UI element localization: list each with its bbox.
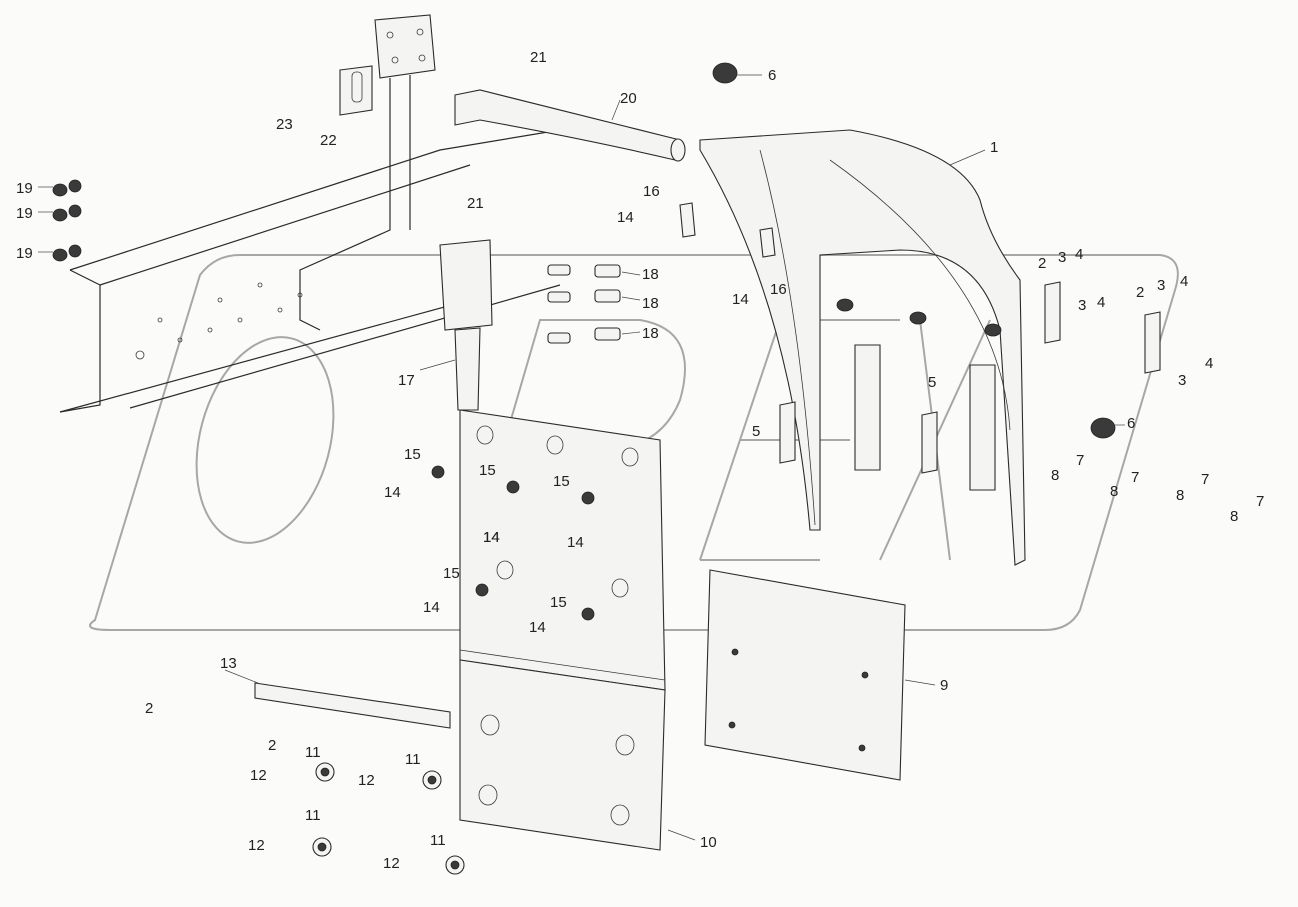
callout-11: 11 [305, 807, 321, 824]
callout-4: 4 [1075, 246, 1083, 263]
callout-14: 14 [529, 619, 546, 636]
callout-7: 7 [1256, 493, 1264, 510]
leader-lines [38, 74, 1125, 841]
callout-16: 16 [770, 281, 787, 298]
nuts-19 [52, 179, 82, 262]
callout-11: 11 [405, 751, 421, 768]
strip-13 [254, 682, 451, 729]
callout-14: 14 [732, 291, 749, 308]
callout-2: 2 [1136, 284, 1144, 301]
callout-14: 14 [483, 529, 500, 546]
tube-20 [454, 89, 686, 162]
callout-11: 11 [430, 832, 446, 849]
callout-5: 5 [752, 423, 760, 440]
callout-8: 8 [1110, 483, 1118, 500]
bracket-22 [339, 65, 373, 116]
callout-2: 2 [268, 737, 276, 754]
callout-labels: 1 2 2 2 2 3 3 3 3 4 4 4 4 5 5 6 6 7 7 7 … [16, 49, 1264, 872]
callout-6: 6 [768, 67, 776, 84]
callout-8: 8 [1051, 467, 1059, 484]
callout-15: 15 [553, 473, 570, 490]
callout-11: 11 [305, 744, 321, 761]
callout-20: 20 [620, 90, 637, 107]
callout-12: 12 [383, 855, 400, 872]
fender-1 [699, 129, 1026, 566]
callout-15: 15 [550, 594, 567, 611]
mudflap-panel-10 [459, 409, 666, 851]
callout-2: 2 [1038, 255, 1046, 272]
callout-14: 14 [617, 209, 634, 226]
washers-11 [312, 762, 465, 875]
callout-18: 18 [642, 266, 659, 283]
callout-8: 8 [1176, 487, 1184, 504]
bolts-18 [547, 264, 621, 344]
cap-6 [712, 62, 1116, 439]
callout-10: 10 [700, 834, 717, 851]
callout-15: 15 [404, 446, 421, 463]
callout-14: 14 [567, 534, 584, 551]
clamps [779, 281, 1161, 474]
callout-18: 18 [642, 325, 659, 342]
callout-18: 18 [642, 295, 659, 312]
callout-17: 17 [398, 372, 415, 389]
callout-9: 9 [940, 677, 948, 694]
callout-19: 19 [16, 205, 33, 222]
callout-2: 2 [145, 700, 153, 717]
callout-3: 3 [1078, 297, 1086, 314]
tube-17 [439, 239, 493, 411]
callout-8: 8 [1230, 508, 1238, 525]
callout-12: 12 [358, 772, 375, 789]
callout-4: 4 [1205, 355, 1213, 372]
callout-22: 22 [320, 132, 337, 149]
callout-21: 21 [467, 195, 484, 212]
flap-9 [704, 569, 906, 781]
callout-19: 19 [16, 245, 33, 262]
callout-5: 5 [928, 374, 936, 391]
callout-12: 12 [248, 837, 265, 854]
callout-21: 21 [530, 49, 547, 66]
callout-23: 23 [276, 116, 293, 133]
callout-6: 6 [1127, 415, 1135, 432]
callout-3: 3 [1058, 249, 1066, 266]
brackets-16 [679, 202, 776, 258]
callout-7: 7 [1201, 471, 1209, 488]
callout-4: 4 [1180, 273, 1188, 290]
callout-16: 16 [643, 183, 660, 200]
callout-14: 14 [483, 529, 500, 546]
callout-1: 1 [990, 139, 998, 156]
callout-19: 19 [16, 180, 33, 197]
callout-15: 15 [479, 462, 496, 479]
callout-4: 4 [1097, 294, 1105, 311]
callout-12: 12 [250, 767, 267, 784]
callout-7: 7 [1076, 452, 1084, 469]
upper-mount-bracket [299, 14, 436, 331]
callout-13: 13 [220, 655, 237, 672]
callout-15: 15 [443, 565, 460, 582]
callout-3: 3 [1178, 372, 1186, 389]
callout-14: 14 [423, 599, 440, 616]
callout-7: 7 [1131, 469, 1139, 486]
fasteners-15 [431, 465, 595, 621]
callout-3: 3 [1157, 277, 1165, 294]
callout-14: 14 [384, 484, 401, 501]
